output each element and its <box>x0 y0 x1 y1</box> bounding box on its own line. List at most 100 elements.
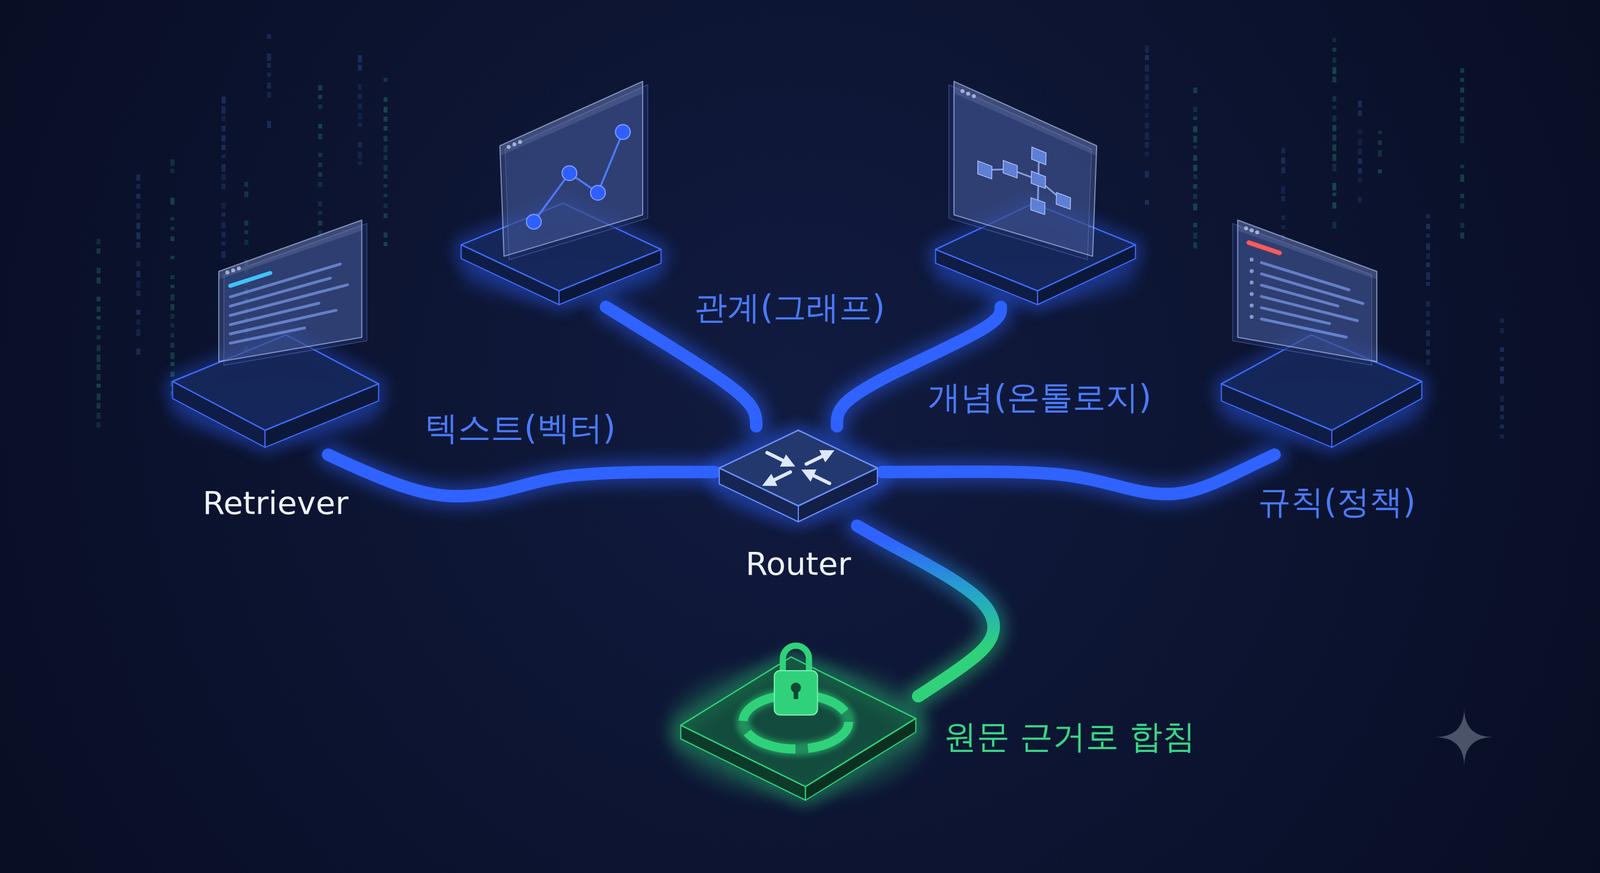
code-rain-dash <box>170 342 175 348</box>
node-label: Router <box>745 544 852 583</box>
code-rain-dash <box>96 373 101 381</box>
ontology-concept-glyph <box>1031 147 1047 165</box>
code-rain-dash <box>1144 103 1149 109</box>
code-rain-dash <box>1426 252 1431 260</box>
code-rain-dash <box>1193 242 1198 249</box>
code-rain-dash <box>1426 330 1431 337</box>
window-dot <box>512 142 517 147</box>
code-rain-dash <box>1281 215 1286 220</box>
code-rain-dash <box>1332 67 1337 74</box>
screen-panel <box>1237 219 1377 362</box>
code-rain-dash <box>318 162 323 168</box>
graph-vertex-glyph <box>526 214 541 229</box>
code-rain-dash <box>170 313 175 319</box>
code-rain-dash <box>1460 232 1465 239</box>
code-rain-dash <box>170 303 175 311</box>
connector-glow <box>857 525 994 697</box>
code-rain-dash <box>267 63 272 68</box>
code-rain-dash <box>383 184 388 188</box>
code-rain-dash <box>136 193 141 199</box>
code-rain-dash <box>383 213 388 219</box>
code-rain-dash <box>1332 125 1337 132</box>
code-rain-dash <box>221 212 226 217</box>
ontology-panel <box>933 76 1138 307</box>
illustration <box>705 430 891 522</box>
code-rain-dash <box>357 64 362 71</box>
code-rain-dash <box>136 348 141 355</box>
code-rain-dash <box>318 181 323 187</box>
window-dot <box>972 94 977 99</box>
bullet-dot <box>1249 280 1254 285</box>
code-rain-dash <box>170 168 175 173</box>
code-rain-dash <box>1332 202 1337 209</box>
node-label: 원문 근거로 합침 <box>943 717 1196 757</box>
code-rain-dash <box>318 85 323 91</box>
code-rain-dash <box>318 210 323 215</box>
doc-illustration <box>170 210 381 455</box>
code-rain-dash <box>96 296 101 302</box>
code-rain-dash <box>1193 222 1198 228</box>
connector <box>857 525 994 697</box>
window-dot <box>225 270 230 275</box>
platform-glow <box>680 656 916 800</box>
bullet-dot <box>1249 257 1254 262</box>
code-rain-dash <box>221 202 226 209</box>
bullet-dot <box>1249 292 1254 297</box>
connector-glow <box>328 454 715 497</box>
connector-glow-group <box>328 306 1275 697</box>
ontology-concept-glyph <box>977 160 993 179</box>
window-dot <box>965 91 970 96</box>
code-rain-dash <box>1460 97 1465 103</box>
text-line-glyph <box>230 302 319 325</box>
ontology-concept-glyph <box>1003 160 1018 178</box>
text-line-glyph <box>230 327 305 344</box>
graph-illustration <box>459 76 664 307</box>
code-rain-dash <box>1426 320 1431 325</box>
code-rain-dash <box>1357 139 1362 146</box>
code-rain-dash <box>383 232 388 238</box>
code-rain-dash <box>383 203 388 208</box>
code-rain-dash <box>1144 45 1149 53</box>
window-dot <box>1244 226 1249 231</box>
platform-glow <box>719 430 878 522</box>
code-rain-dash <box>318 123 323 129</box>
screen-panel <box>218 219 362 362</box>
code-rain-dash <box>1357 158 1362 164</box>
code-rain-dash <box>1144 74 1149 82</box>
code-rain-dash <box>170 352 175 360</box>
text-line-glyph <box>230 310 336 335</box>
bullet-dot <box>1249 303 1254 308</box>
code-rain-dash <box>1377 150 1382 157</box>
code-rain-dash <box>244 191 249 198</box>
window-dot <box>236 266 241 271</box>
screen-titlebar <box>953 81 1097 156</box>
code-rain-dash <box>318 220 323 226</box>
code-rain-dash <box>318 172 323 177</box>
code-rain-dash <box>96 238 101 245</box>
code-rain-dash <box>1357 100 1362 108</box>
code-rain-dash <box>221 241 226 246</box>
code-rain-dash <box>383 155 388 161</box>
code-rain-dash <box>136 328 141 336</box>
code-rain-dash <box>136 213 141 220</box>
ontology-concept-glyph <box>1031 171 1046 189</box>
code-rain-dash <box>1460 116 1465 122</box>
code-rain-dash <box>170 236 175 241</box>
code-rain-dash <box>1193 184 1198 189</box>
code-rain-dash <box>1332 47 1337 52</box>
lock-body <box>774 670 818 715</box>
code-rain-dash <box>1500 318 1504 323</box>
code-rain-dash <box>96 383 101 388</box>
rules-illustration <box>1219 210 1424 455</box>
illustration <box>459 81 664 305</box>
connector <box>882 454 1275 494</box>
code-rain-dash <box>221 154 226 158</box>
screen-titlebar <box>500 81 643 156</box>
code-rain-dash <box>136 309 141 315</box>
code-rain-dash <box>221 96 226 104</box>
code-rain-dash <box>170 323 175 328</box>
code-rain-dash <box>221 173 226 181</box>
routing-arrow <box>767 452 791 465</box>
